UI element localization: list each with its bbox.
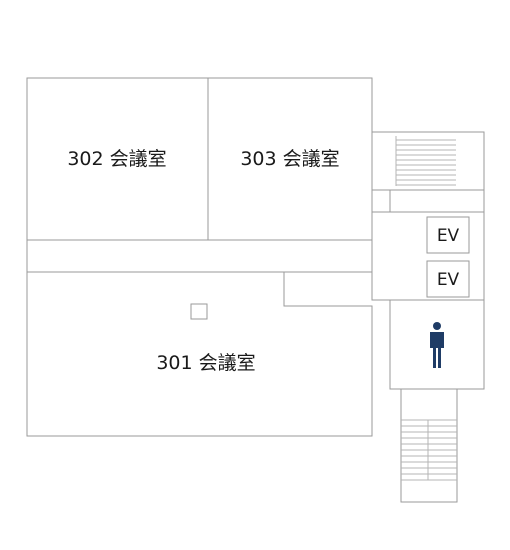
landing	[389, 189, 485, 213]
elevator-1-label: EV	[437, 226, 460, 246]
room-301-label: 301 会議室	[156, 352, 255, 374]
pillar	[190, 303, 208, 320]
room-302	[26, 77, 209, 241]
upper-stair-treads	[395, 136, 456, 186]
elevator-2-label: EV	[437, 270, 460, 290]
lower-staircase	[400, 388, 458, 503]
room-302-label: 302 会議室	[67, 148, 166, 170]
room-303-label: 303 会議室	[240, 148, 339, 170]
person-icon	[430, 322, 444, 368]
room-301	[26, 271, 373, 437]
elevator-2	[426, 260, 470, 298]
upper-staircase	[371, 131, 485, 191]
elevator-1	[426, 216, 470, 254]
room-303	[207, 77, 373, 241]
